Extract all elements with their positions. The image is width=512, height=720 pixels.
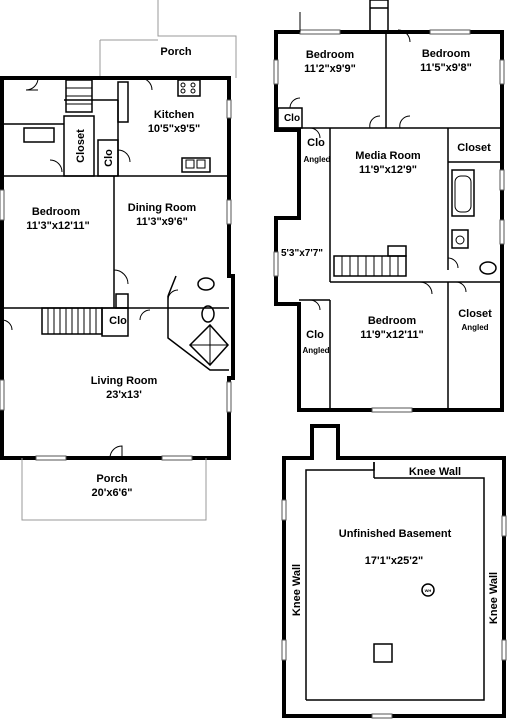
stove bbox=[177, 79, 201, 97]
bedroom-label: Bedroom bbox=[32, 206, 81, 218]
porch-top-label: Porch bbox=[160, 46, 191, 58]
water-heater-icon bbox=[421, 583, 435, 597]
kitchen-dim: 10'5"x9'5" bbox=[148, 123, 200, 135]
stairs-kitchen bbox=[65, 79, 93, 113]
clo-a-label: Clo bbox=[284, 113, 300, 124]
clo-label: Clo bbox=[103, 149, 115, 167]
knee-wall-right-label: Knee Wall bbox=[488, 572, 500, 624]
clo-b-label: Clo bbox=[307, 137, 325, 149]
second-floor-plan: Bedroom 11'2"x9'9" Bedroom 11'5"x9'8" Cl… bbox=[273, 0, 505, 413]
closet-2f-label: Closet bbox=[457, 142, 491, 154]
porch-top-outline bbox=[157, 0, 237, 78]
stairs-second bbox=[333, 245, 407, 277]
first-floor-plan: Porch Kitchen 10'5"x9'5" Closet Clo Bedr… bbox=[0, 0, 237, 521]
clo-c-label: Clo bbox=[306, 329, 324, 341]
bed1-label: Bedroom bbox=[306, 49, 355, 61]
bed1-dim: 11'2"x9'9" bbox=[304, 63, 356, 75]
landing-dim: 5'3"x7'7" bbox=[281, 248, 323, 259]
first-floor-exterior-wall bbox=[0, 76, 235, 460]
bed3-dim: 11'9"x12'11" bbox=[360, 329, 423, 341]
media-label: Media Room bbox=[355, 150, 421, 162]
porch-bottom-outline bbox=[21, 458, 207, 521]
bedroom-dim: 11'3"x12'11" bbox=[26, 220, 89, 232]
bed2-label: Bedroom bbox=[422, 48, 471, 60]
basement-plan: WH Knee Wall Unfinished Basement 17'1"x2… bbox=[281, 424, 507, 719]
bed3-label: Bedroom bbox=[368, 315, 417, 327]
basement-fixture bbox=[373, 643, 393, 663]
toilet-2 bbox=[479, 261, 497, 275]
clo-b-sub: Angled bbox=[303, 155, 330, 164]
closet-label: Closet bbox=[75, 129, 87, 163]
bed2-dim: 11'5"x9'8" bbox=[420, 62, 472, 74]
closet2-sub: Angled bbox=[461, 323, 488, 332]
dining-dim: 11'3"x9'6" bbox=[136, 216, 188, 228]
clo2-label: Clo bbox=[109, 315, 127, 327]
closet2-label: Closet bbox=[458, 308, 492, 320]
kitchen-label: Kitchen bbox=[154, 109, 195, 121]
water-heater-label: WH bbox=[425, 588, 432, 593]
living-dim: 23'x13' bbox=[106, 389, 142, 401]
basement-title: Unfinished Basement bbox=[339, 528, 452, 540]
basement-dim: 17'1"x25'2" bbox=[365, 555, 424, 567]
basement-exterior-wall bbox=[282, 424, 506, 718]
toilet bbox=[201, 305, 215, 323]
fridge bbox=[117, 81, 129, 123]
living-label: Living Room bbox=[91, 375, 158, 387]
second-floor-exterior-wall bbox=[274, 30, 504, 412]
kitchen-sink bbox=[181, 157, 211, 173]
bathtub bbox=[451, 169, 475, 217]
dresser bbox=[23, 127, 55, 143]
sink-2 bbox=[451, 229, 469, 249]
basement-knee-walls bbox=[305, 462, 485, 701]
knee-wall-left-label: Knee Wall bbox=[291, 564, 303, 616]
stairs-living bbox=[41, 307, 103, 335]
bath-sink bbox=[197, 277, 215, 291]
media-dim: 11'9"x12'9" bbox=[359, 164, 417, 176]
porch-bottom-dim: 20'x6'6" bbox=[91, 487, 132, 499]
clo-c-sub: Angled bbox=[302, 346, 329, 355]
dining-label: Dining Room bbox=[128, 202, 197, 214]
knee-wall-top-label: Knee Wall bbox=[409, 466, 461, 478]
porch-bottom-label: Porch bbox=[96, 473, 127, 485]
